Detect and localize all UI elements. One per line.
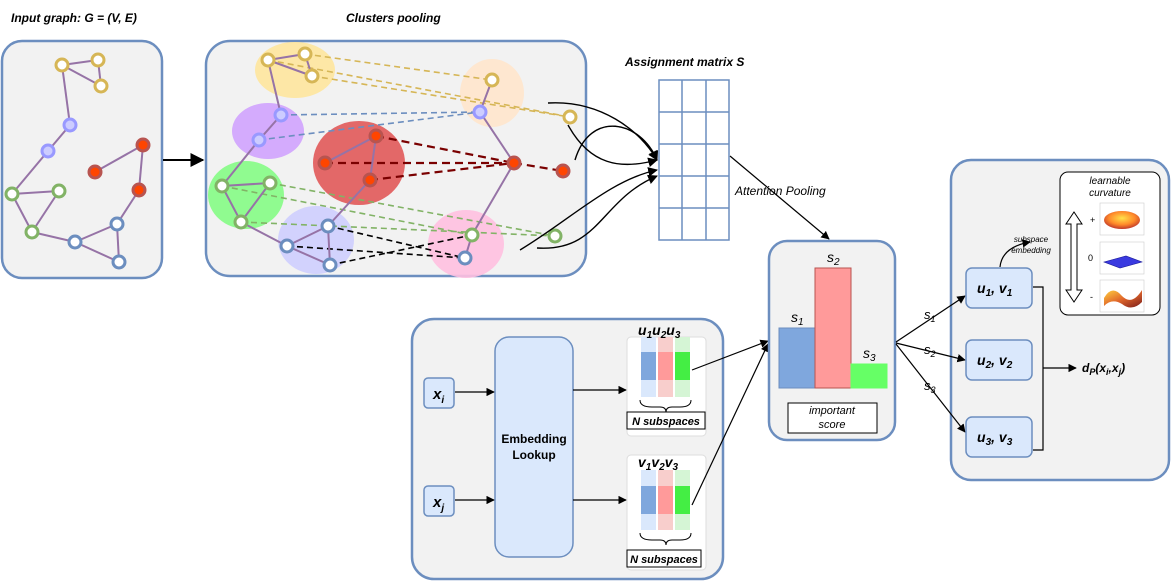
score-label-1: s1 <box>791 309 804 328</box>
embedding-lookup-line1: Embedding <box>501 432 566 446</box>
curvature-zero: 0 <box>1088 253 1093 263</box>
attention-pooling-label: Attention Pooling <box>734 184 826 198</box>
pool-to-matrix-curves <box>519 102 659 251</box>
edge-label-s2: s2 <box>924 342 936 359</box>
score-to-subspace-arrows <box>895 239 1077 451</box>
subspace-embedding-line2: embedding <box>1011 246 1051 255</box>
zero-curvature-surface <box>1099 241 1145 275</box>
score-label-3: s3 <box>863 345 876 364</box>
curvature-plus: + <box>1090 215 1095 225</box>
subspace-boxes <box>965 267 1033 458</box>
curvature-title-line2: curvature <box>1089 188 1131 199</box>
n-subspaces-top: N subspaces <box>632 416 700 428</box>
assignment-matrix-grid <box>658 79 730 241</box>
u-vector-header: u1u2u3 <box>638 322 681 341</box>
score-bar-1 <box>778 327 816 389</box>
clusters-pooling-panel <box>204 39 588 278</box>
n-subspaces-bottom: N subspaces <box>630 554 698 566</box>
curvature-double-arrow <box>1065 211 1083 303</box>
edge-label-s3: s3 <box>924 378 936 395</box>
input-graph-title: Input graph: G = (V, E) <box>11 11 137 25</box>
embedding-arrows <box>455 339 769 506</box>
embedding-lookup-line2: Lookup <box>512 448 555 462</box>
subspace-row-2: u2, v2 <box>977 352 1013 371</box>
assignment-matrix-title: Assignment matrix S <box>624 55 744 69</box>
input-graph-nodes <box>4 52 151 270</box>
subspace-row-3: u3, v3 <box>977 429 1013 448</box>
n-subspaces-bottom-box <box>626 549 702 568</box>
negative-curvature-surface <box>1099 279 1145 313</box>
u-vectors <box>641 337 690 397</box>
score-bar-3 <box>850 363 888 389</box>
v-vector-header: v1v2v3 <box>638 454 679 473</box>
n-subspaces-top-box <box>626 411 706 430</box>
pooling-dashed-links <box>221 53 571 266</box>
input-graph-panel <box>0 39 164 280</box>
v-vectors <box>641 470 690 530</box>
score-bars: s1 s2 s3 <box>778 249 888 389</box>
distance-label: dP(xi,xj) <box>1082 361 1125 377</box>
clusters-pooling-title: Clusters pooling <box>346 11 441 25</box>
edge-label-s1: s1 <box>924 307 936 324</box>
score-caption-line2: score <box>819 419 846 431</box>
positive-curvature-surface <box>1099 202 1145 236</box>
score-label-2: s2 <box>827 249 840 268</box>
score-caption-line1: important <box>809 405 856 417</box>
v-brace <box>639 532 692 546</box>
score-bar-2 <box>814 267 852 389</box>
xj-label: xj <box>432 494 444 514</box>
subspace-embedding-line1: subspace <box>1014 235 1049 244</box>
subspace-row-1: u1, v1 <box>977 280 1013 299</box>
red-cluster-dashed-links <box>325 134 564 182</box>
curvature-title-line1: learnable <box>1089 176 1131 187</box>
cluster-graph-nodes <box>214 46 578 273</box>
curvature-minus: - <box>1090 292 1093 302</box>
matrix-to-score-arrow <box>729 155 830 240</box>
xi-label: xi <box>432 386 444 406</box>
